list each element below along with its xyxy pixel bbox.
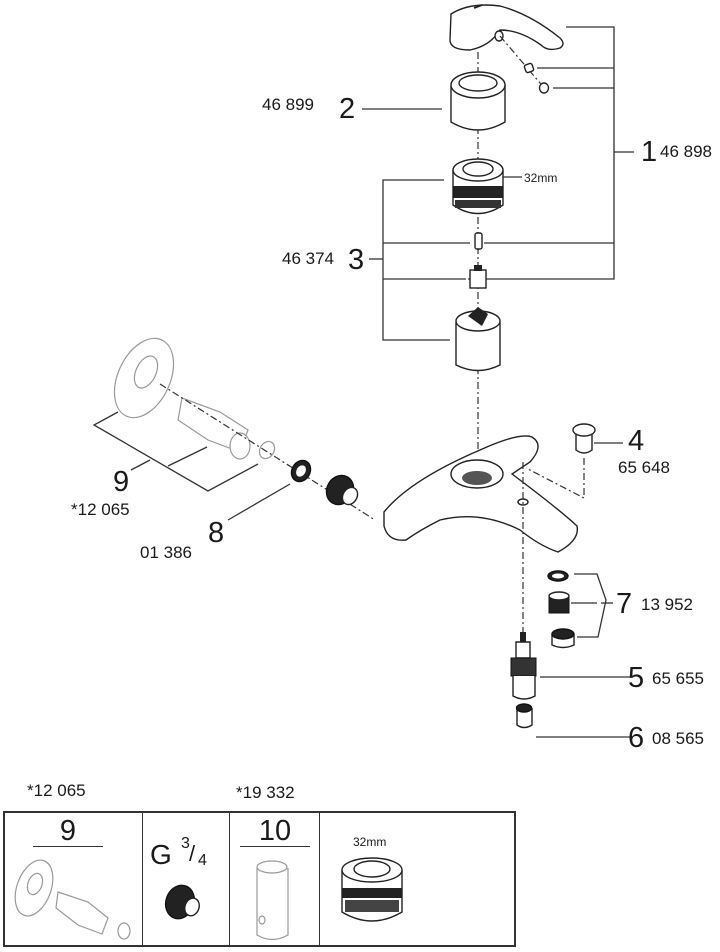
inset-cell-4-title: 32mm — [353, 835, 387, 849]
callout-5-code: 65 655 — [652, 669, 704, 688]
inset-cartridge-nut — [341, 857, 403, 922]
inset-cell-2-fraction-den: 4 — [198, 852, 207, 869]
plug-axis-line — [525, 458, 585, 499]
callout-7-bracket — [571, 573, 613, 638]
callout-3-number: 3 — [348, 244, 365, 276]
plug-part — [572, 423, 596, 454]
callout-3-dimension: 32mm — [524, 171, 558, 185]
callout-8-code: 01 386 — [140, 543, 192, 562]
callout-8-leader — [227, 483, 291, 521]
coupling-part — [469, 265, 487, 289]
diverter-cartridge-part — [510, 632, 537, 700]
callout-6-number: 6 — [628, 722, 645, 754]
inset-panel: 9 G 3 / 4 10 32mm — [3, 811, 516, 947]
callout-8-number: 8 — [208, 517, 225, 549]
callout-4-code: 65 648 — [618, 458, 670, 477]
bush-part — [515, 703, 533, 729]
callout-6-code: 08 565 — [652, 729, 704, 748]
threaded-adapter-part — [325, 474, 359, 506]
lever-handle-part — [449, 4, 564, 51]
inset-cell-connection: 9 — [5, 813, 143, 945]
inset-cell-2-title: G — [150, 839, 172, 870]
inset-connection-elbow — [14, 859, 131, 940]
callout-7-code: 13 952 — [641, 595, 693, 614]
mixer-body-part — [383, 435, 579, 553]
callout-1-bracket — [468, 26, 634, 280]
callout-9-code: *12 065 — [71, 500, 130, 519]
grub-screw-part — [523, 62, 550, 94]
callout-7-number: 7 — [616, 588, 633, 620]
inset-header-left: *12 065 — [27, 781, 86, 800]
callout-9-number: 9 — [113, 466, 130, 498]
callout-3-code: 46 374 — [282, 249, 334, 268]
screw-axis-line — [499, 35, 547, 91]
callout-2-code: 46 899 — [262, 95, 314, 114]
inset-fraction-slash: / — [189, 841, 196, 866]
inset-extension-sleeve — [256, 860, 289, 941]
callout-9-bracket — [92, 411, 259, 492]
connection-elbow-part — [113, 337, 276, 460]
seal-ring-set-part — [547, 570, 575, 649]
seal-washer-part — [290, 459, 312, 483]
inset-threaded-adapter — [164, 884, 200, 920]
pin-part — [474, 232, 483, 250]
callout-1-code: 46 898 — [660, 142, 712, 161]
inset-cell-2-fraction-num: 3 — [181, 835, 190, 852]
callout-4-number: 4 — [628, 425, 645, 457]
inset-cell-sleeve: 10 — [230, 813, 320, 945]
inset-cell-adapter: G 3 / 4 — [143, 813, 230, 945]
inset-cell-1-title: 9 — [33, 817, 103, 847]
inset-header-right: *19 332 — [236, 783, 295, 802]
callout-3-bracket — [369, 179, 470, 341]
inset-cell-nut: 32mm — [320, 813, 516, 945]
cartridge-part — [455, 307, 501, 372]
callout-2-number: 2 — [339, 93, 356, 125]
cartridge-nut-part — [452, 158, 504, 215]
callout-1-number: 1 — [641, 136, 658, 168]
sleeve-cap-part — [450, 71, 506, 131]
inset-cell-3-title: 10 — [240, 817, 310, 847]
callout-5-number: 5 — [628, 662, 645, 694]
